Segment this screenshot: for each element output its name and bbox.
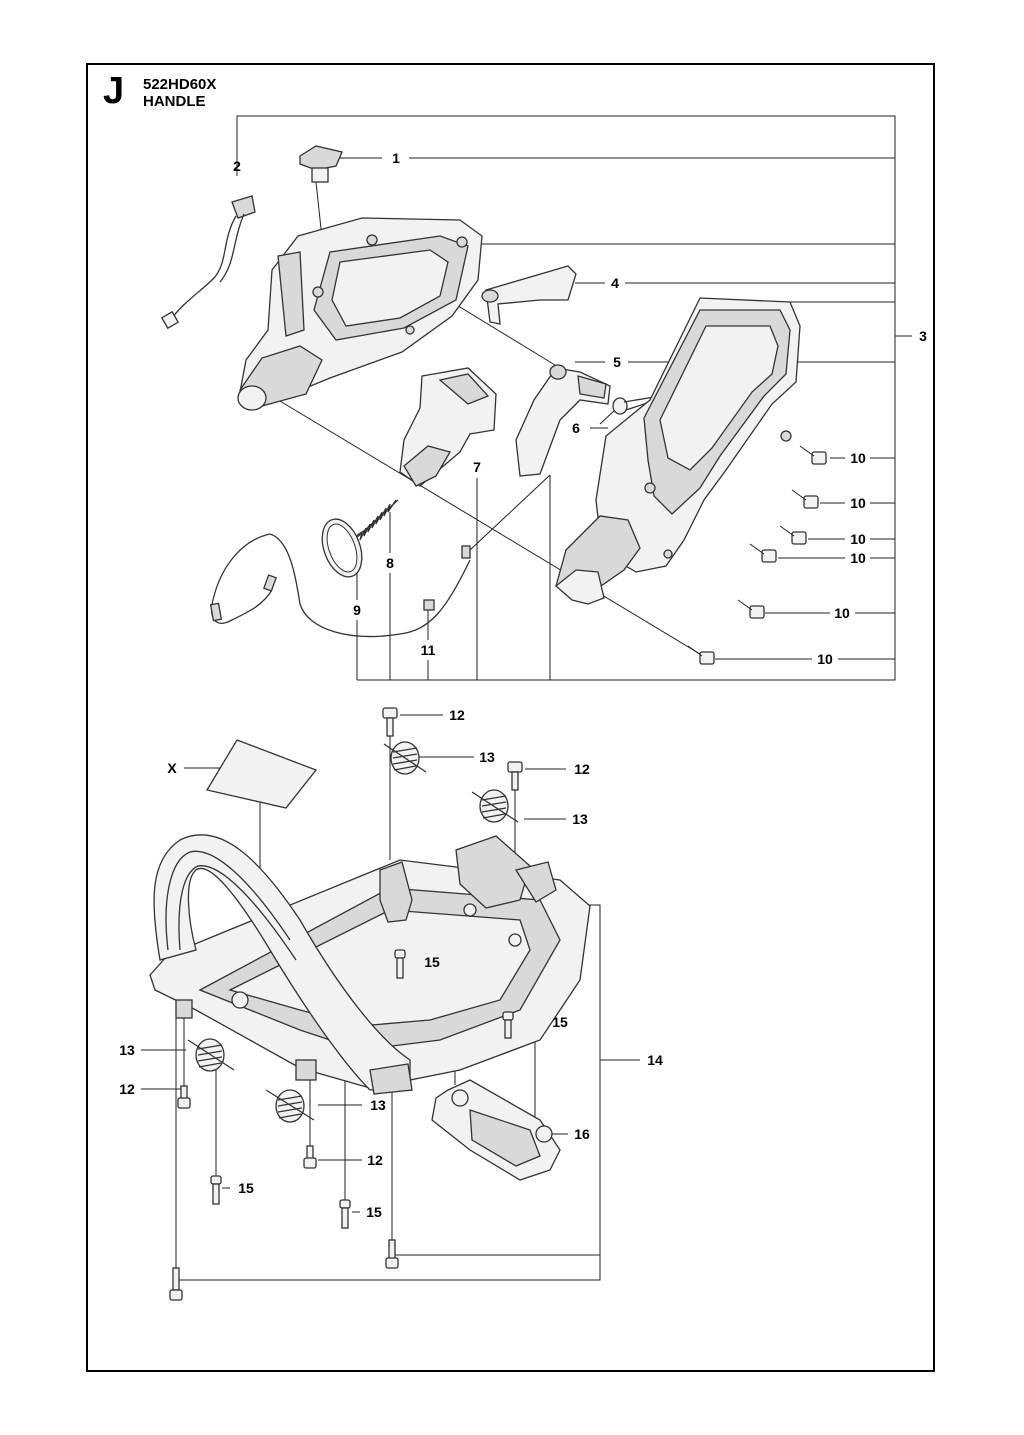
callout-11: 11	[421, 642, 436, 658]
part-5-throttle-trigger	[515, 364, 611, 477]
callout-1: 1	[392, 150, 400, 166]
part-3-rear-handle-left-half	[237, 217, 483, 411]
callout-16: 16	[574, 1126, 590, 1142]
part-12-bolts	[169, 707, 523, 1301]
callout-10-b: 10	[850, 495, 866, 511]
section-title: HANDLE	[143, 93, 206, 110]
part-16-mounting-bracket	[431, 1079, 561, 1181]
callout-15-b: 15	[552, 1014, 568, 1030]
callout-7: 7	[473, 459, 481, 475]
callout-10-c: 10	[850, 531, 866, 547]
callout-15-c: 15	[238, 1180, 254, 1196]
callout-15-a: 15	[424, 954, 440, 970]
callout-4: 4	[611, 275, 619, 291]
callout-6: 6	[572, 420, 580, 436]
part-7-cover	[399, 367, 497, 487]
part-x-decal	[205, 739, 318, 809]
callout-10-d: 10	[850, 550, 866, 566]
part-9-o-ring	[321, 518, 363, 578]
diagram-frame	[86, 63, 935, 1372]
part-3-rear-handle-right-half	[554, 297, 801, 605]
part-15-screws	[210, 949, 514, 1229]
section-letter: J	[103, 70, 125, 112]
part-13-anti-vibration-springs	[187, 741, 519, 1123]
part-11-throttle-cable	[209, 533, 471, 638]
callout-15-d: 15	[366, 1204, 382, 1220]
callout-13-d: 13	[370, 1097, 386, 1113]
part-14-front-handle	[149, 834, 591, 1095]
callout-10-a: 10	[850, 450, 866, 466]
callout-x: X	[167, 760, 177, 776]
part-10-screws	[687, 445, 827, 665]
callout-3: 3	[919, 328, 927, 344]
part-4-lockout-lever	[481, 265, 577, 325]
callout-9: 9	[353, 602, 361, 618]
callout-8: 8	[386, 555, 394, 571]
callout-12-b: 12	[574, 761, 590, 777]
part-8-coil-spring	[353, 499, 399, 541]
callout-5: 5	[613, 354, 621, 370]
callout-13-b: 13	[572, 811, 588, 827]
callout-14: 14	[647, 1052, 663, 1068]
callout-13-c: 13	[119, 1042, 135, 1058]
callout-13-a: 13	[479, 749, 495, 765]
callout-12-a: 12	[449, 707, 465, 723]
model-number: 522HD60X	[143, 76, 217, 93]
part-2-cable	[160, 195, 256, 330]
callout-12-d: 12	[367, 1152, 383, 1168]
callout-labels: 1 2 3 4 5 6 7 8 9 10 10 10 10 10 10 11 1…	[119, 150, 927, 1220]
callout-10-f: 10	[817, 651, 833, 667]
part-1-switch	[299, 145, 343, 239]
callout-2: 2	[233, 158, 241, 174]
callout-12-c: 12	[119, 1081, 135, 1097]
callout-10-e: 10	[834, 605, 850, 621]
